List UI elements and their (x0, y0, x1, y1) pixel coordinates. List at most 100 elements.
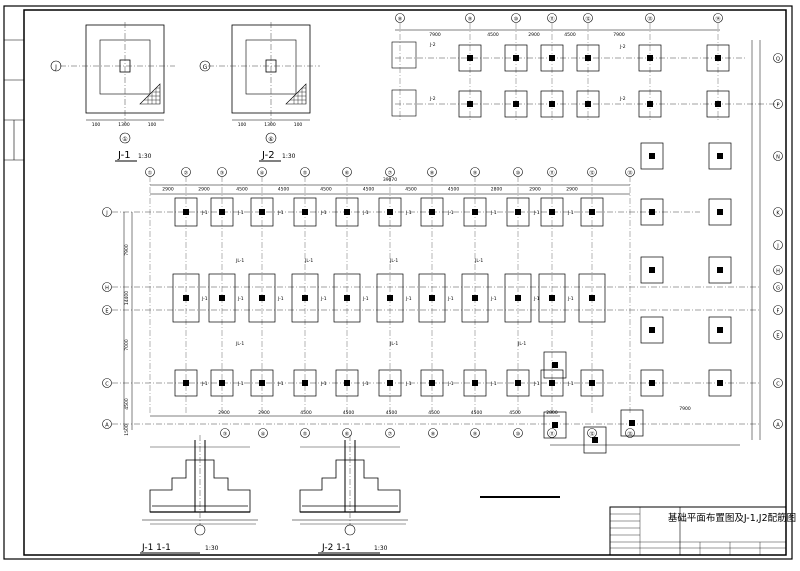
footing-pad (461, 273, 489, 323)
footing-pad-right (708, 142, 732, 170)
footing-pad-upper (504, 44, 528, 72)
column-stub (387, 209, 393, 215)
axis-circle-bottom (342, 428, 352, 438)
footing-pad (504, 273, 532, 323)
axis-circle-top (513, 167, 523, 177)
footing-pad (420, 197, 444, 227)
footing-label-upper: J-2 (619, 96, 626, 102)
axis-label-top: ⑥ (345, 171, 350, 177)
axis-circle-top (547, 167, 557, 177)
j1-scale: 1:30 (138, 153, 152, 160)
column-stub-right (717, 380, 723, 386)
span-dimension-top: 2800 (491, 187, 503, 193)
row-circle-right (773, 207, 783, 217)
detail-j2 (199, 22, 320, 144)
column-stub (387, 380, 393, 386)
footing-label: J-1 (490, 210, 497, 216)
section-j2 (292, 435, 408, 536)
span-dimension-left: 14400 (124, 291, 130, 305)
footing-pad-upper (540, 44, 564, 72)
axis-circle-bottom (385, 428, 395, 438)
detail-dimension: 100 (148, 122, 157, 128)
axis-circle-bottom (470, 428, 480, 438)
row-circle-right (773, 305, 783, 315)
column-stub (472, 295, 478, 301)
footing-label: J-1 (277, 210, 284, 216)
footing-label: J-1 (362, 210, 369, 216)
j2-axis-label: ⑥ (268, 136, 273, 143)
footing-pad (580, 369, 604, 397)
row-circle-right (773, 282, 783, 292)
axis-label-upper: ⑨ (468, 17, 472, 23)
row-label-right: F (777, 309, 780, 315)
column-stub-upper (549, 55, 555, 61)
total-span: 39070 (383, 177, 397, 183)
footing-pad-upper (458, 90, 482, 118)
footing-pad (174, 197, 198, 227)
axis-circle-bottom (513, 428, 523, 438)
axis-label-upper: ⑭ (715, 16, 720, 23)
section-j1-scale: 1:30 (205, 545, 219, 552)
axis-circle-upper (547, 13, 557, 23)
span-dimension-bottom: 2900 (258, 410, 270, 416)
footing-pad (335, 369, 359, 397)
beam-label: JL-1 (389, 341, 398, 347)
column-stub-upper (549, 101, 555, 107)
footing-label: J-1 (533, 381, 540, 387)
row-label-right: N (776, 155, 780, 161)
axis-label-top: ⑨ (473, 171, 477, 177)
axis-circle-bottom (300, 428, 310, 438)
row-circle-right (773, 151, 783, 161)
column-stub-upper (513, 55, 519, 61)
row-label-left: H (105, 286, 109, 292)
footing-pad (376, 273, 404, 323)
column-stub (549, 295, 555, 301)
row-circle-right (773, 240, 783, 250)
footing-label: J-1 (201, 210, 208, 216)
section-j2-scale: 1:30 (374, 545, 388, 552)
footing-label: J-1 (405, 296, 412, 302)
axis-label-bottom: ③ (223, 432, 227, 438)
axis-circle-top (300, 167, 310, 177)
section-j2-title: J-2 1-1 (321, 543, 351, 553)
column-stub (429, 295, 435, 301)
footing-pad (250, 369, 274, 397)
footing-pad (210, 369, 234, 397)
column-stub-right (717, 267, 723, 273)
column-stub (589, 209, 595, 215)
detail-dimension: 100 (238, 122, 247, 128)
column-stub (429, 380, 435, 386)
span-dimension-bottom: 2900 (218, 410, 230, 416)
footing-pad-extension (620, 409, 644, 437)
axis-label-top: ⑧ (430, 171, 435, 177)
beam-label: JL-1 (517, 341, 526, 347)
column-stub-upper (467, 101, 473, 107)
column-stub-right (717, 327, 723, 333)
footing-label: J-1 (447, 296, 454, 302)
column-stub (183, 380, 189, 386)
row-circle-right (773, 53, 783, 63)
column-stub-right (649, 380, 655, 386)
span-dimension-top: 2900 (566, 187, 578, 193)
span-dimension-bottom: 4500 (428, 410, 440, 416)
axis-circle-top (217, 167, 227, 177)
row-circle-right (773, 330, 783, 340)
row-label-right: J (776, 244, 778, 250)
row-label-right: K (776, 211, 780, 217)
detail-dimension: 100 (92, 122, 101, 128)
span-dimension-top: 2900 (529, 187, 541, 193)
column-stub (472, 209, 478, 215)
row-label-right: Q (776, 57, 780, 63)
footing-label: J-1 (320, 381, 327, 387)
span-dimension-left: 4500 (124, 398, 130, 410)
axis-circle-upper (465, 13, 475, 23)
footing-pad (378, 197, 402, 227)
section-j1 (142, 435, 258, 536)
footing-pad (538, 273, 566, 323)
footing-pad (578, 273, 606, 323)
axis-label-top: ③ (220, 171, 224, 177)
row-circle-left (102, 305, 112, 315)
footing-pad-upper (504, 90, 528, 118)
footing-pad-right (708, 369, 732, 397)
